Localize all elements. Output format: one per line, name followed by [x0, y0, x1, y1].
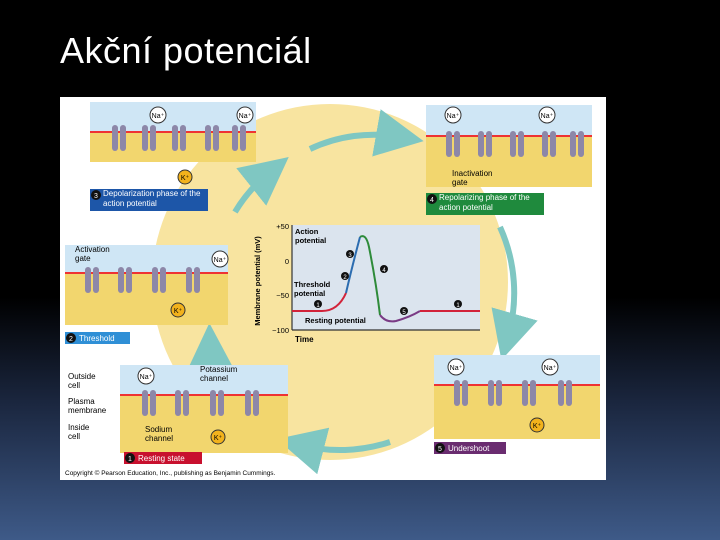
- cycle-arrow: [308, 109, 424, 157]
- na-ion-label: Na⁺: [544, 365, 557, 372]
- panel-label-repolarizing: Repolarizing phase of the action potenti…: [439, 193, 530, 212]
- outside-cell-label: Outside: [68, 372, 96, 381]
- panel-threshold: Activation gate Na⁺ K⁺ 2 Threshold: [65, 245, 229, 344]
- resting-potential-label: Resting potential: [305, 316, 366, 325]
- phase-marker: 1: [456, 303, 460, 309]
- activation-gate-label: gate: [75, 254, 91, 263]
- potassium-channel-label: channel: [200, 374, 228, 383]
- panel-label-undershoot: Undershoot: [448, 444, 490, 453]
- phase-number: 3: [94, 193, 98, 200]
- y-tick-label: −50: [276, 291, 289, 300]
- panel-label-depolarization: Depolarization phase of the action poten…: [103, 189, 201, 208]
- threshold-label: potential: [294, 289, 325, 298]
- panel-undershoot: Na⁺ Na⁺ K⁺ 5 Undershoot: [434, 355, 600, 454]
- panel-depolarization: Na⁺ Na⁺ K⁺ 3 Depolarization phase of the…: [90, 102, 256, 211]
- cycle-arrow: [232, 157, 289, 214]
- inside-cell-label: cell: [68, 432, 80, 441]
- x-axis-label: Time: [295, 335, 314, 344]
- phase-marker: 1: [316, 303, 320, 309]
- y-tick-label: −100: [272, 326, 289, 335]
- panel-label-threshold: Threshold: [79, 334, 115, 343]
- phase-number: 5: [438, 446, 442, 453]
- na-ion-label: Na⁺: [450, 365, 463, 372]
- potassium-channel-label: Potassium: [200, 365, 238, 374]
- na-ion-label: Na⁺: [152, 113, 165, 120]
- slide-title: Akční potenciál: [60, 30, 312, 71]
- y-axis-label: Membrane potential (mV): [253, 236, 262, 326]
- action-potential-label: potential: [295, 236, 326, 245]
- y-tick-label: +50: [276, 222, 289, 231]
- resting-trace: [292, 292, 347, 312]
- na-ion-label: Na⁺: [447, 113, 460, 120]
- phase-marker: 2: [343, 275, 347, 281]
- k-ion-label: K⁺: [174, 308, 183, 315]
- sodium-channel-label: channel: [145, 434, 173, 443]
- cycle-arrow: [491, 225, 538, 361]
- plasma-membrane-label: membrane: [68, 406, 107, 415]
- phase-number: 1: [128, 456, 132, 463]
- inside-cell-label: Inside: [68, 423, 90, 432]
- membrane-potential-graph: Membrane potential (mV) +50 0 −50 −100 T…: [253, 222, 480, 344]
- na-ion-label: Na⁺: [214, 257, 227, 264]
- copyright-text: Copyright © Pearson Education, Inc., pub…: [65, 469, 276, 477]
- na-ion-label: Na⁺: [541, 113, 554, 120]
- na-ion-label: Na⁺: [140, 374, 153, 381]
- k-ion-label: K⁺: [214, 435, 223, 442]
- threshold-label: Threshold: [294, 280, 331, 289]
- panel-repolarizing: Na⁺ Na⁺ Inactivation gate 4 Repolarizing…: [426, 105, 592, 215]
- phase-number: 2: [69, 336, 73, 343]
- phase-marker: 4: [382, 268, 386, 274]
- action-potential-label: Action: [295, 227, 319, 236]
- panel-label-resting: Resting state: [138, 454, 185, 463]
- falling-trace: [359, 235, 381, 316]
- cycle-arrow: [276, 427, 391, 475]
- y-tick-label: 0: [285, 257, 289, 266]
- phase-marker: 3: [348, 253, 352, 259]
- figure-svg: Na⁺ Na⁺ K⁺ 3 Depolarization phase of the…: [65, 102, 600, 477]
- action-potential-figure: Na⁺ Na⁺ K⁺ 3 Depolarization phase of the…: [60, 97, 606, 480]
- k-ion-label: K⁺: [181, 175, 190, 182]
- undershoot-trace: [379, 310, 421, 323]
- phase-marker: 5: [402, 310, 406, 316]
- sodium-channel-label: Sodium: [145, 425, 172, 434]
- inactivation-gate-label: Inactivation: [452, 169, 492, 178]
- na-ion-label: Na⁺: [239, 113, 252, 120]
- inactivation-gate-label: gate: [452, 178, 468, 187]
- k-ion-label: K⁺: [533, 423, 542, 430]
- panel-resting: Na⁺ K⁺ Outside cell Plasma membrane Insi…: [68, 365, 288, 464]
- activation-gate-label: Activation: [75, 245, 110, 254]
- outside-cell-label: cell: [68, 381, 80, 390]
- rising-trace: [345, 236, 361, 294]
- plasma-membrane-label: Plasma: [68, 397, 95, 406]
- phase-number: 4: [430, 197, 434, 204]
